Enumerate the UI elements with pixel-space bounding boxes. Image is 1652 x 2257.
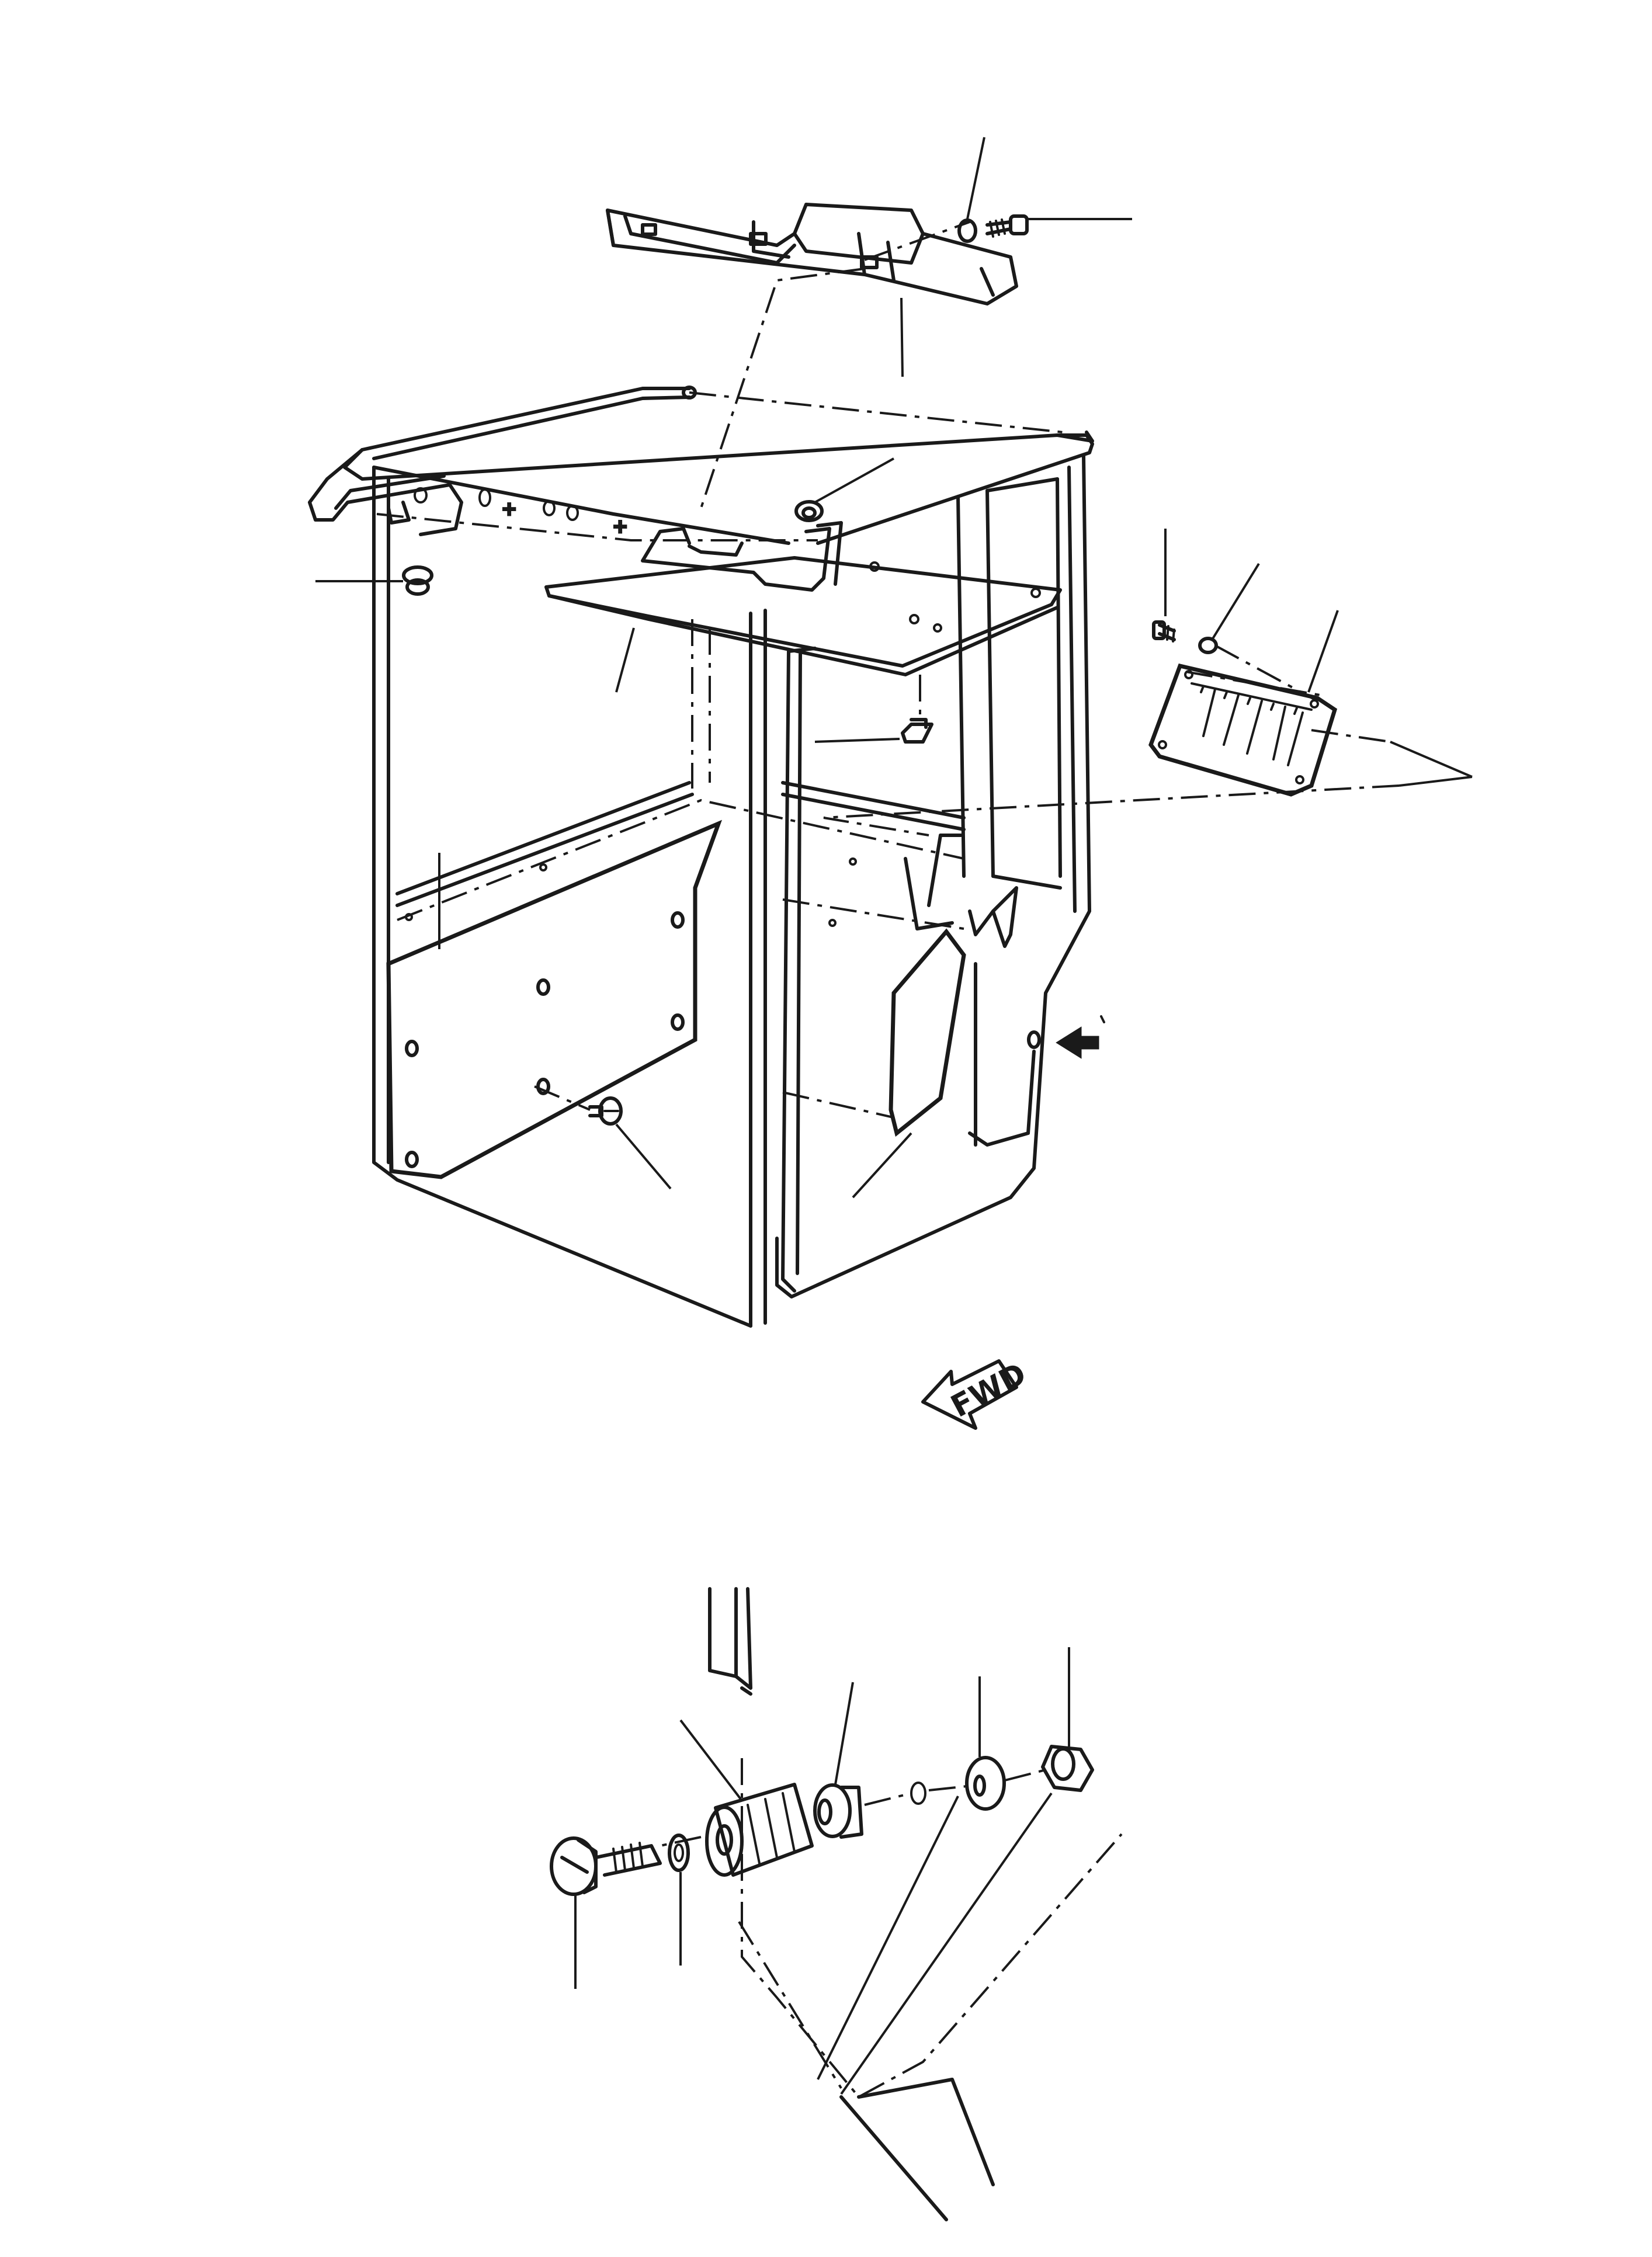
mount-small-washer	[910, 1782, 926, 1805]
leader-bracket	[900, 297, 904, 377]
centerline-decal-location	[823, 729, 1400, 836]
top-bracket	[606, 203, 1018, 305]
decal-screw	[1152, 620, 1176, 643]
mount-bushing-ring	[813, 1783, 863, 1839]
forward-arrow-icon	[921, 1359, 1018, 1430]
mount-nut	[1041, 1745, 1094, 1792]
mount-detail-post	[708, 1587, 1123, 2221]
left-grommet	[402, 565, 433, 596]
leader-nut-location	[840, 1792, 1053, 2095]
view-arrow-icon	[1056, 1026, 1099, 1059]
centerline-panel-screw	[534, 1085, 591, 1111]
svg-text:+: +	[502, 496, 516, 522]
plate-fastener	[901, 675, 933, 744]
leader-door-panel	[852, 1132, 912, 1199]
leader-panel-screw	[615, 1123, 672, 1190]
bracket-bolt-assembly	[957, 214, 1029, 243]
fwd-indicator: FWD	[921, 1356, 1032, 1430]
roof-grommet	[794, 500, 824, 522]
svg-text:+: +	[613, 514, 627, 540]
decal-washer	[1198, 637, 1218, 654]
leader-mount-ring	[834, 1682, 854, 1785]
mount-flat-washer	[965, 1756, 1006, 1811]
leader-mount-bushing	[679, 1719, 742, 1800]
cab-frame: + +	[308, 386, 1094, 1328]
centerline-mount	[660, 1769, 1046, 1847]
leader-bracket-washer	[966, 137, 985, 220]
centerline-bracket	[700, 268, 865, 509]
door-panel	[889, 886, 1041, 1137]
leader-washer-location	[817, 1796, 959, 2080]
left-side-panel	[386, 820, 723, 1179]
leader-roof-grommet	[814, 457, 894, 504]
roof-plate	[544, 556, 1062, 676]
decal-plate	[1148, 663, 1338, 797]
leader-decal-washer	[1211, 562, 1260, 641]
panel-screw	[588, 1096, 623, 1126]
centerline-bolt	[864, 221, 970, 261]
leader-decal-plate	[1307, 610, 1339, 693]
mount-lock-washer	[668, 1834, 690, 1872]
mount-rubber-bushing	[705, 1783, 814, 1877]
mount-bolt	[550, 1836, 662, 1896]
leader-roof-plate	[615, 627, 635, 693]
centerline-decal	[1185, 644, 1321, 702]
leader-plate-fastener	[814, 738, 900, 743]
leader-decal-location	[1390, 741, 1473, 787]
